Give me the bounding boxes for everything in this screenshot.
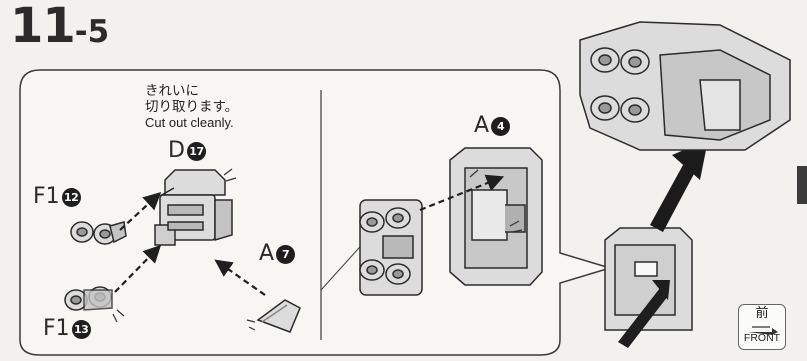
note-jp-line2: 切り取ります。 — [145, 99, 239, 115]
front-indicator: 前 FRONT — [738, 304, 786, 350]
part-number-badge: 7 — [276, 245, 296, 264]
cut-mark-ticks — [112, 168, 256, 331]
part-number-badge: 4 — [491, 117, 511, 136]
front-kanji: 前 — [755, 306, 769, 321]
note-jp-line1: きれいに — [145, 83, 199, 99]
part-f1-12-shape — [70, 221, 127, 245]
assembled-unit-shape — [579, 21, 791, 151]
runner-letter: F1 — [33, 184, 60, 209]
runner-letter: D — [168, 138, 185, 163]
part-a7-shape — [256, 299, 301, 333]
runner-letter: A — [259, 241, 275, 266]
cut-mark-ticks-right — [469, 169, 523, 233]
step-number: 11-5 — [10, 2, 109, 50]
cutting-note: きれいに 切り取ります。 Cut out cleanly. — [145, 83, 238, 131]
front-arrow-icon — [748, 326, 778, 335]
part-assembled-joint-shape — [359, 199, 423, 296]
part-f1-13-shape — [64, 286, 113, 311]
note-en-line: Cut out cleanly. — [145, 115, 234, 130]
assembly-arrows-left — [114, 187, 266, 296]
step-main-number: 11 — [10, 0, 76, 54]
part-a4-shape — [449, 147, 543, 286]
part-d17-shape — [154, 169, 233, 246]
detail-inset-piece — [604, 227, 693, 331]
part-number-badge: 12 — [61, 188, 81, 207]
runner-letter: F1 — [43, 316, 70, 341]
part-number-badge: 13 — [71, 320, 91, 339]
step-sub-number: -5 — [74, 14, 110, 50]
assembly-arrow-right — [419, 174, 505, 212]
page-edge-marker — [797, 166, 807, 204]
front-label: FRONT — [743, 332, 781, 344]
part-number-badge: 17 — [186, 142, 206, 161]
runner-letter: A — [474, 113, 490, 138]
progress-arrow — [650, 140, 708, 232]
inset-insert-arrow — [618, 280, 670, 348]
